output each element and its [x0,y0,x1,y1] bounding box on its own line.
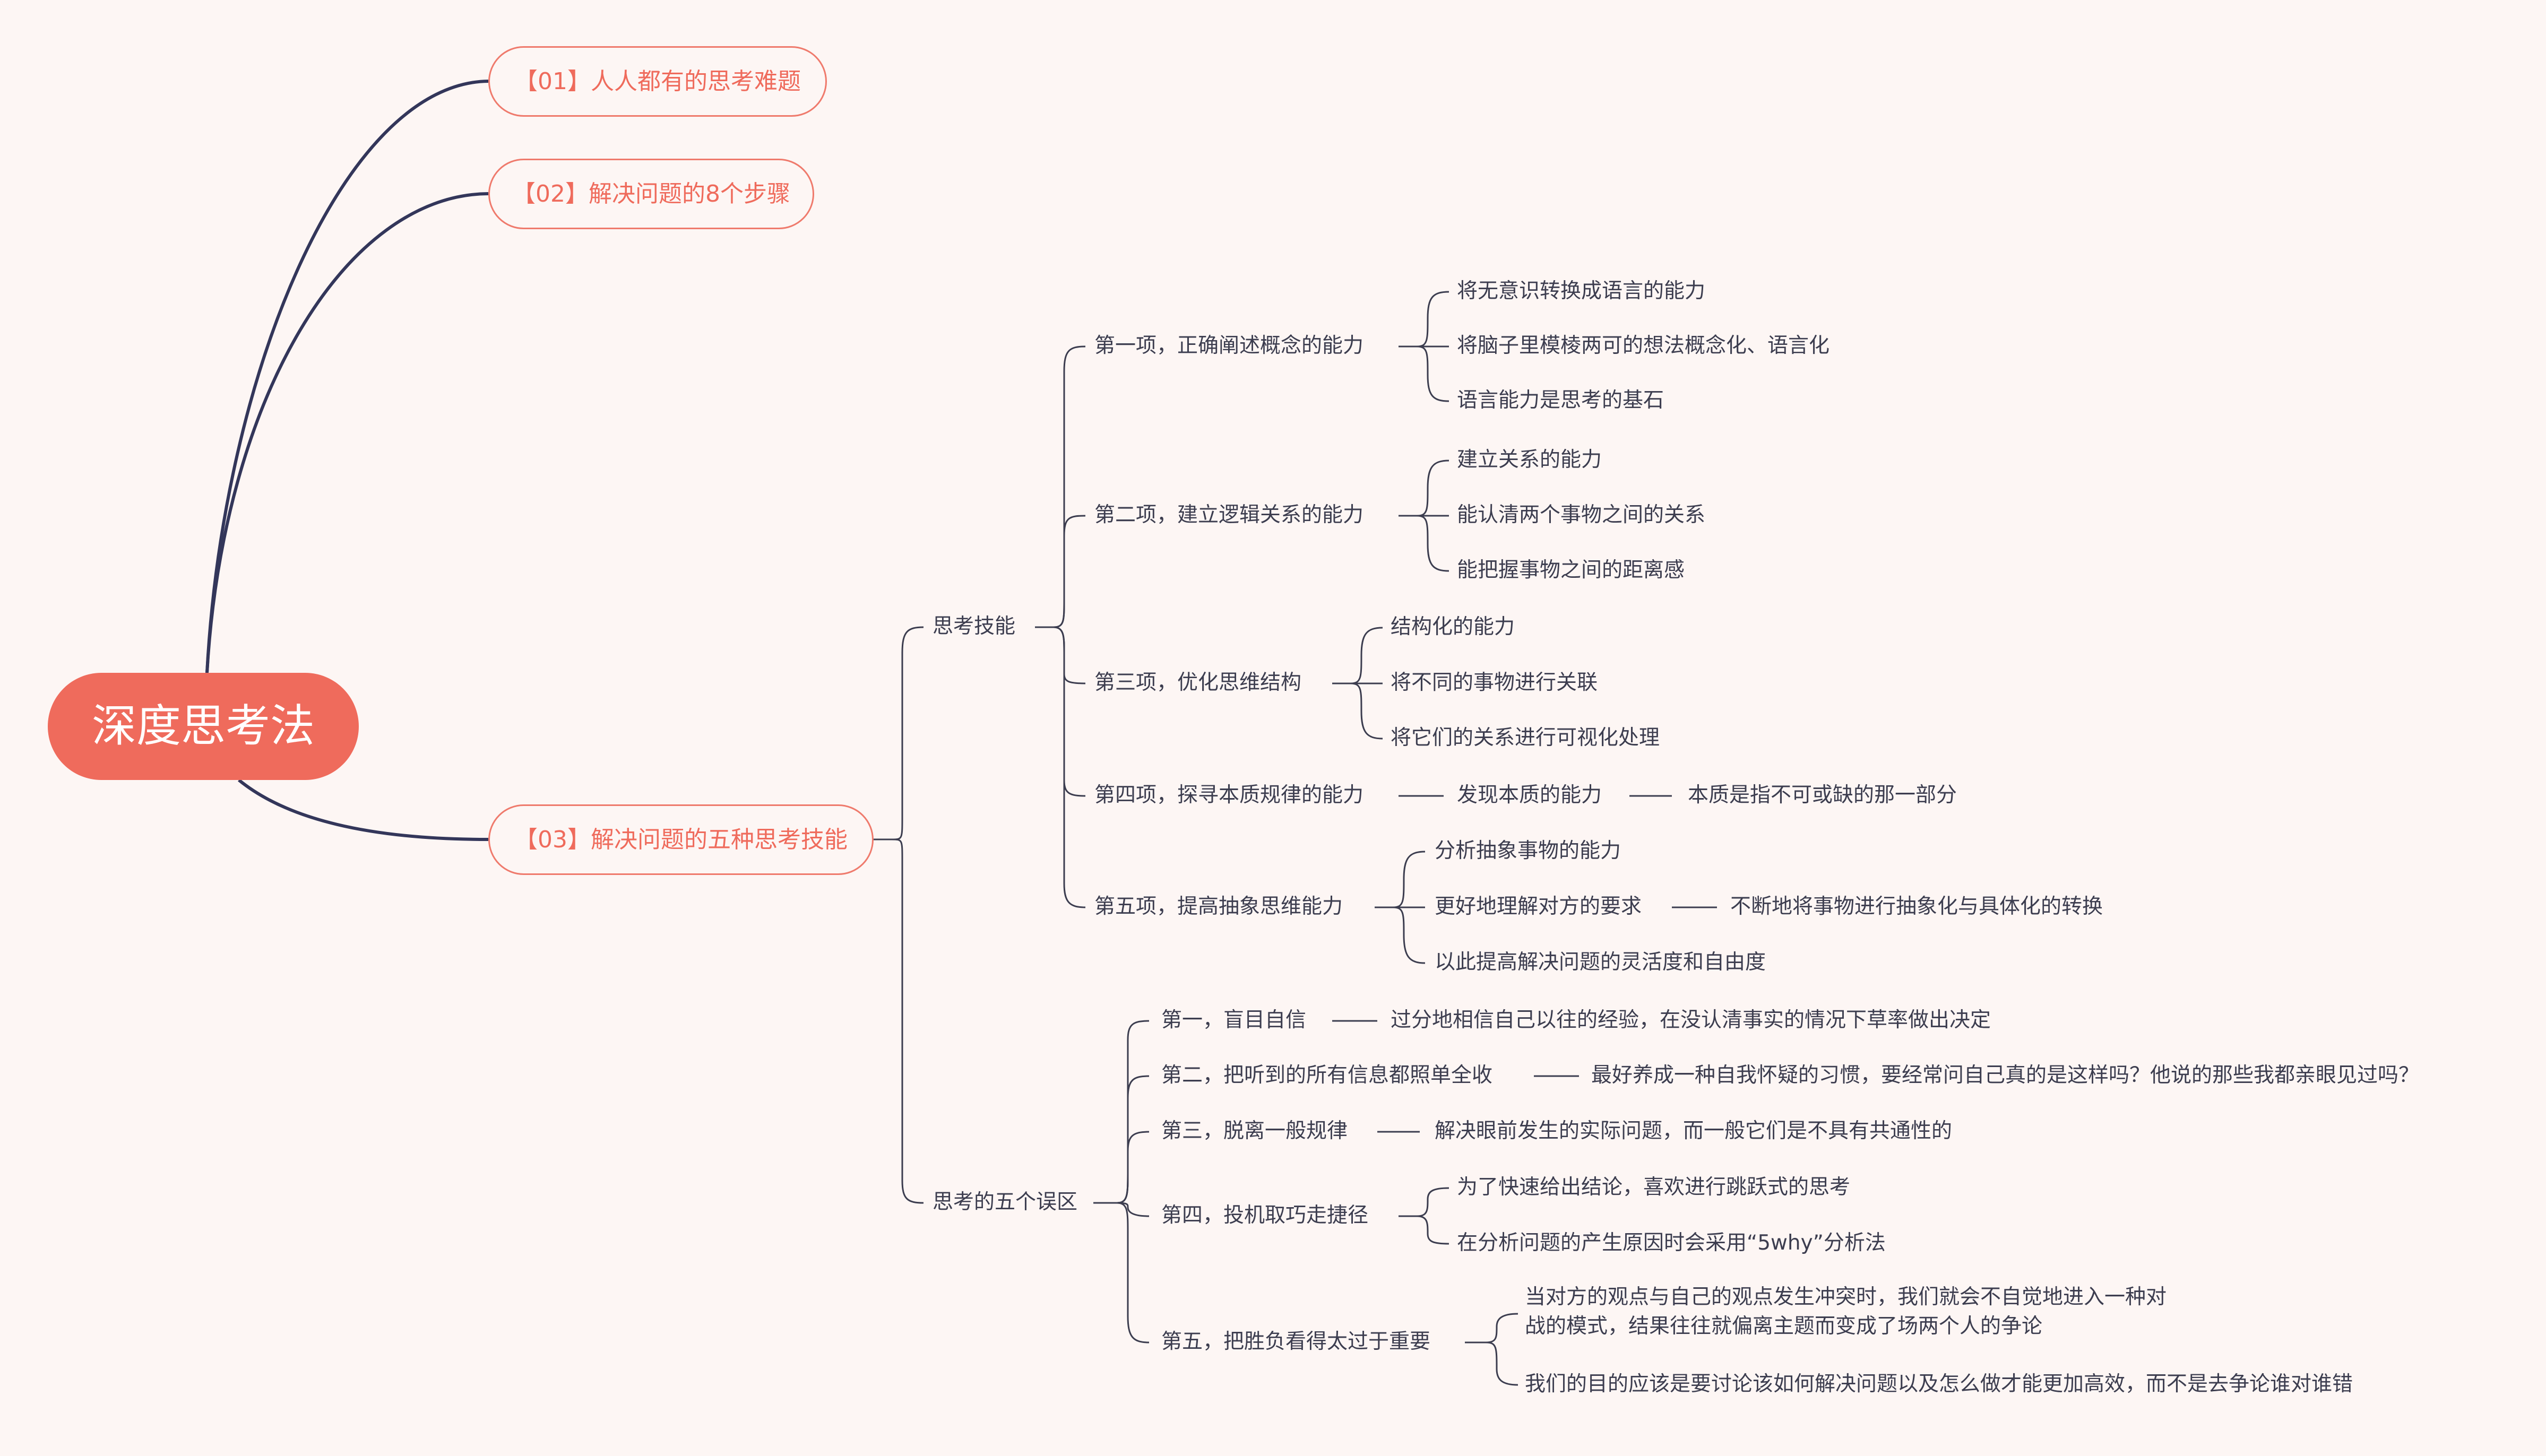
mistake-2-child[interactable]: 最好养成一种自我怀疑的习惯，要经常问自己真的是这样吗？他说的那些我都亲眼见过吗？ [1591,1063,2420,1087]
mistake-5-child-1-line-1[interactable]: 当对方的观点与自己的观点发生冲突时，我们就会不自觉地进入一种对 [1525,1285,2167,1309]
mistake-4[interactable]: 第四，投机取巧走捷径 [1161,1203,1369,1227]
mistake-2[interactable]: 第二，把听到的所有信息都照单全收 [1161,1063,1493,1087]
skill-3-child-1[interactable]: 结构化的能力 [1391,615,1515,639]
skill-5-grandchild[interactable]: 不断地将事物进行抽象化与具体化的转换 [1730,895,2103,918]
mistake-4-child-1[interactable]: 为了快速给出结论，喜欢进行跳跃式的思考 [1457,1175,1851,1199]
skill-1-child-3[interactable]: 语言能力是思考的基石 [1457,388,1664,412]
mistakes-topic[interactable]: 思考的五个误区 [933,1190,1078,1214]
skill-2-child-1[interactable]: 建立关系的能力 [1457,448,1602,472]
main-branch-lines [205,80,489,841]
skill-2-child-2[interactable]: 能认清两个事物之间的关系 [1457,503,1706,527]
mistake-5-child-2[interactable]: 我们的目的应该是要讨论该如何解决问题以及怎么做才能更加高效，而不是去争论谁对谁错 [1525,1372,2353,1396]
mistake-3-child[interactable]: 解决眼前发生的实际问题，而一般它们是不具有共通性的 [1435,1119,1953,1143]
skill-5[interactable]: 第五项，提高抽象思维能力 [1094,895,1343,918]
skill-3-child-3[interactable]: 将它们的关系进行可视化处理 [1391,726,1660,750]
mistake-3[interactable]: 第三，脱离一般规律 [1161,1119,1348,1143]
root-topic[interactable]: 深度思考法 [48,673,359,780]
mistake-4-child-2[interactable]: 在分析问题的产生原因时会采用“5why”分析法 [1457,1231,1886,1255]
skill-5-child-3[interactable]: 以此提高解决问题的灵活度和自由度 [1435,950,1766,974]
skill-1-child-2[interactable]: 将脑子里模棱两可的想法概念化、语言化 [1457,334,1830,358]
skill-5-child-2[interactable]: 更好地理解对方的要求 [1435,895,1642,918]
skill-1[interactable]: 第一项，正确阐述概念的能力 [1094,334,1364,358]
mistake-1[interactable]: 第一，盲目自信 [1161,1008,1307,1032]
skill-1-child-1[interactable]: 将无意识转换成语言的能力 [1457,279,1706,303]
skill-2[interactable]: 第二项，建立逻辑关系的能力 [1094,503,1364,527]
mistake-5-child-1-line-2[interactable]: 战的模式，结果往往就偏离主题而变成了场两个人的争论 [1525,1314,2043,1338]
mistake-1-child[interactable]: 过分地相信自己以往的经验，在没认清事实的情况下草率做出决定 [1391,1008,1991,1032]
skill-3-child-2[interactable]: 将不同的事物进行关联 [1391,671,1598,695]
skills-topic[interactable]: 思考技能 [933,614,1016,638]
mistake-5[interactable]: 第五，把胜负看得太过于重要 [1161,1330,1431,1354]
skill-5-child-1[interactable]: 分析抽象事物的能力 [1435,839,1621,863]
branch-03[interactable]: 【03】解决问题的五种思考技能 [488,804,874,875]
skill-4[interactable]: 第四项，探寻本质规律的能力 [1094,783,1364,807]
branch-02[interactable]: 【02】解决问题的8个步骤 [488,159,814,229]
skill-2-child-3[interactable]: 能把握事物之间的距离感 [1457,558,1685,582]
skill-4-child[interactable]: 发现本质的能力 [1457,783,1602,807]
skill-3[interactable]: 第三项，优化思维结构 [1094,671,1302,695]
sub-branch-lines [873,291,1717,1386]
skill-4-grandchild[interactable]: 本质是指不可或缺的那一部分 [1688,783,1957,807]
branch-01[interactable]: 【01】人人都有的思考难题 [488,46,827,117]
